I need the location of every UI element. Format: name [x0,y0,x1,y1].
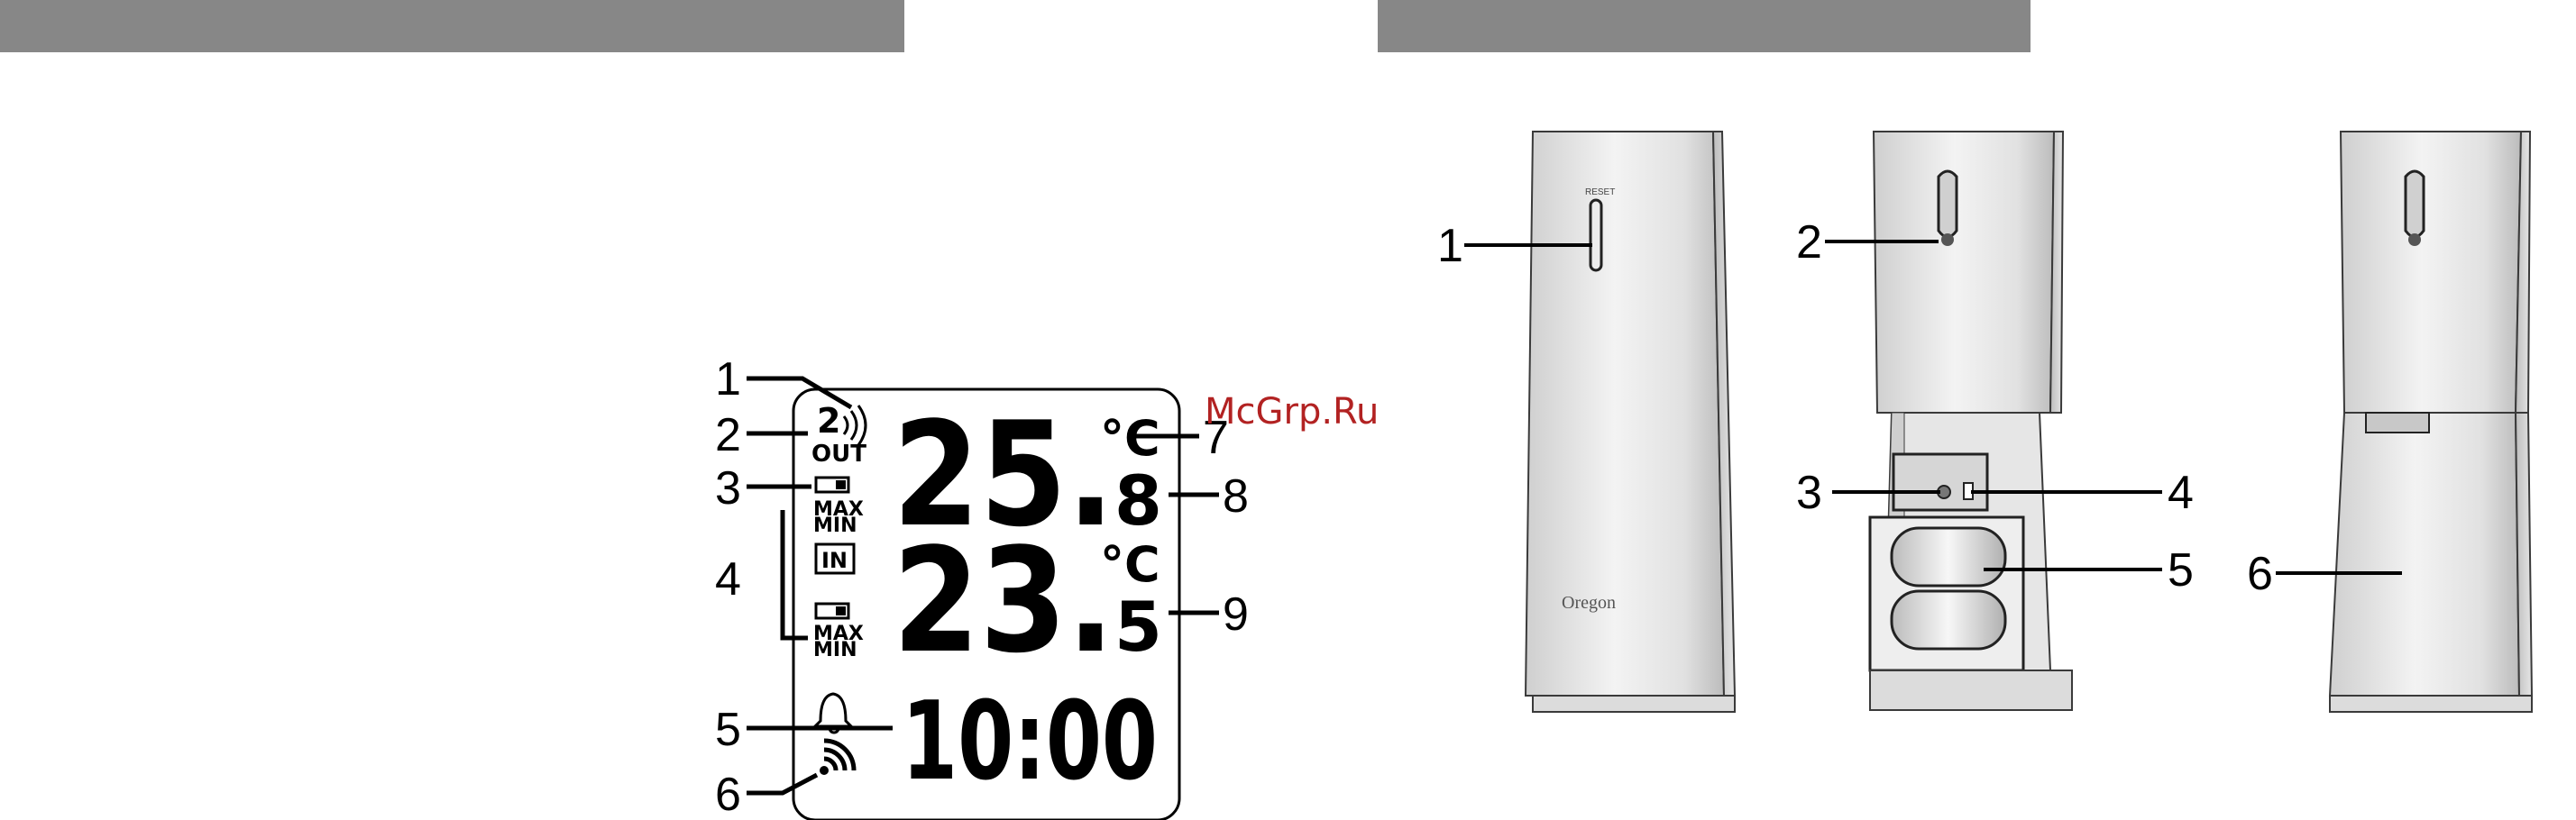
unit-callout-3: 3 [1796,467,1822,519]
sensor-front-view: RESET Oregon [1526,132,1735,712]
clock-readout: 10:00 [902,679,1158,805]
battery-icon-indoor [816,604,848,618]
in-label: IN [821,548,848,573]
lcd-callout-5: 5 [715,704,741,756]
lcd-callout-9: 9 [1223,588,1249,641]
reset-mark: RESET [1585,187,1615,197]
lcd-callout-3: 3 [715,462,741,515]
brand-logo: Oregon [1562,593,1616,613]
indoor-unit: °C [1100,536,1160,593]
min-label-outdoor: MIN [813,515,857,537]
lcd-display: 2 OUT MAX MIN IN MAX MIN 25. 8 °C 23. 5 … [793,389,1179,820]
indoor-temperature: 23. [893,516,1114,685]
lcd-callout-6: 6 [715,769,741,820]
indoor-temperature-decimal: 5 [1114,587,1162,667]
lcd-callout-2: 2 [715,409,741,461]
rf-reception-icon [820,741,854,775]
unit-callout-6: 6 [2247,548,2273,600]
lcd-callout-4: 4 [715,553,741,606]
min-label-indoor: MIN [813,639,857,661]
lcd-callout-8: 8 [1223,470,1249,523]
out-label: OUT [811,441,866,468]
channel-number: 2 [817,401,840,441]
lcd-callout-1: 1 [715,353,741,405]
sensor-back-view-closed [2330,132,2532,712]
unit-callout-5: 5 [2168,544,2194,597]
watermark: McGrp.Ru [1205,391,1379,433]
unit-callout-2: 2 [1796,216,1822,269]
signal-waves-icon [844,405,866,445]
outdoor-temperature-decimal: 8 [1114,460,1162,541]
unit-callout-1: 1 [1437,220,1463,272]
unit-callout-4: 4 [2168,467,2194,519]
sensor-back-view-open [1870,132,2072,710]
battery-icon-outdoor [816,478,848,492]
